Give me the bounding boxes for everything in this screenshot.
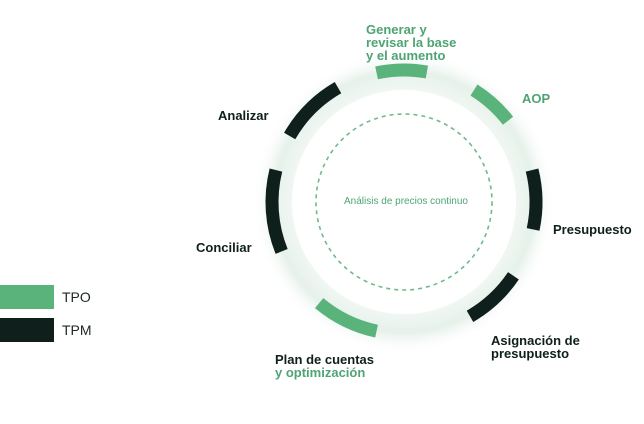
arc-generar bbox=[375, 63, 429, 80]
stage-arcs bbox=[265, 63, 543, 338]
label-conciliar: Conciliar bbox=[196, 240, 252, 255]
label-presupuesto: Presupuesto bbox=[553, 222, 632, 237]
arc-aop bbox=[470, 84, 514, 125]
arc-analizar bbox=[284, 82, 342, 140]
dashed-inner-circle bbox=[315, 113, 493, 291]
center-label: Análisis de precios continuo bbox=[344, 196, 468, 207]
legend-tpm-swatch bbox=[0, 318, 54, 342]
arc-conciliar bbox=[265, 168, 288, 254]
label-aop: AOP bbox=[522, 91, 551, 106]
arc-asignacion bbox=[466, 272, 519, 322]
legend-tpo-label: TPO bbox=[62, 289, 91, 305]
legend-tpm: TPM bbox=[0, 318, 92, 342]
legend-tpo: TPO bbox=[0, 285, 91, 309]
legend-tpm-label: TPM bbox=[62, 322, 92, 338]
arc-plan bbox=[314, 298, 379, 338]
label-analizar: Analizar bbox=[218, 108, 269, 123]
label-generar: Generar y revisar la base y el aumento bbox=[366, 22, 457, 63]
label-plan: Plan de cuentas y optimización bbox=[275, 352, 374, 380]
label-asignacion: Asignación de presupuesto bbox=[491, 333, 580, 361]
inner-disc bbox=[292, 90, 516, 314]
legend-tpo-swatch bbox=[0, 285, 54, 309]
arc-presupuesto bbox=[525, 168, 543, 231]
